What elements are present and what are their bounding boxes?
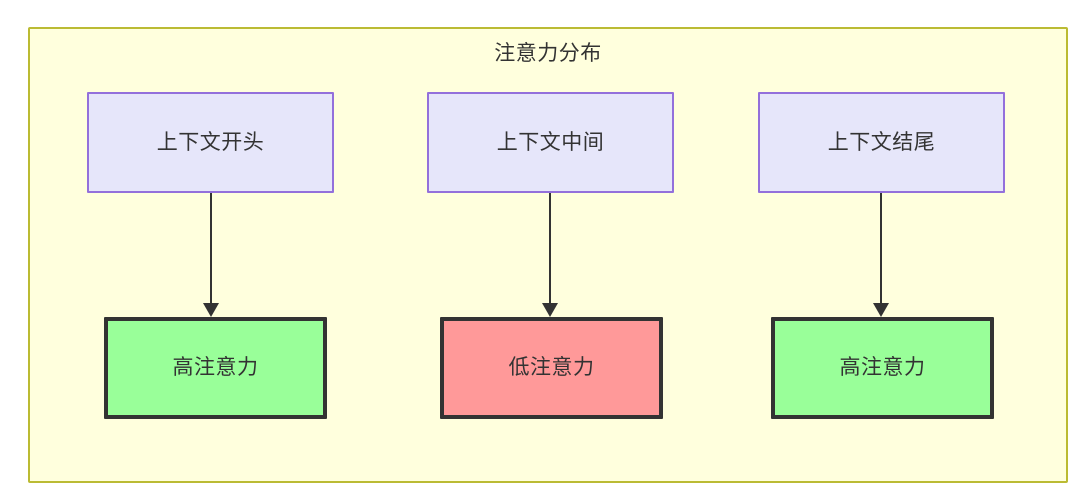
node-high-attention-start[interactable]: 高注意力 (104, 317, 327, 419)
subgraph-title: 注意力分布 (494, 42, 602, 65)
node-context-start[interactable]: 上下文开头 (87, 92, 334, 193)
node-context-middle[interactable]: 上下文中间 (427, 92, 674, 193)
node-high-attention-end[interactable]: 高注意力 (771, 317, 994, 419)
node-context-end[interactable]: 上下文结尾 (758, 92, 1005, 193)
node-low-attention-middle[interactable]: 低注意力 (440, 317, 663, 419)
